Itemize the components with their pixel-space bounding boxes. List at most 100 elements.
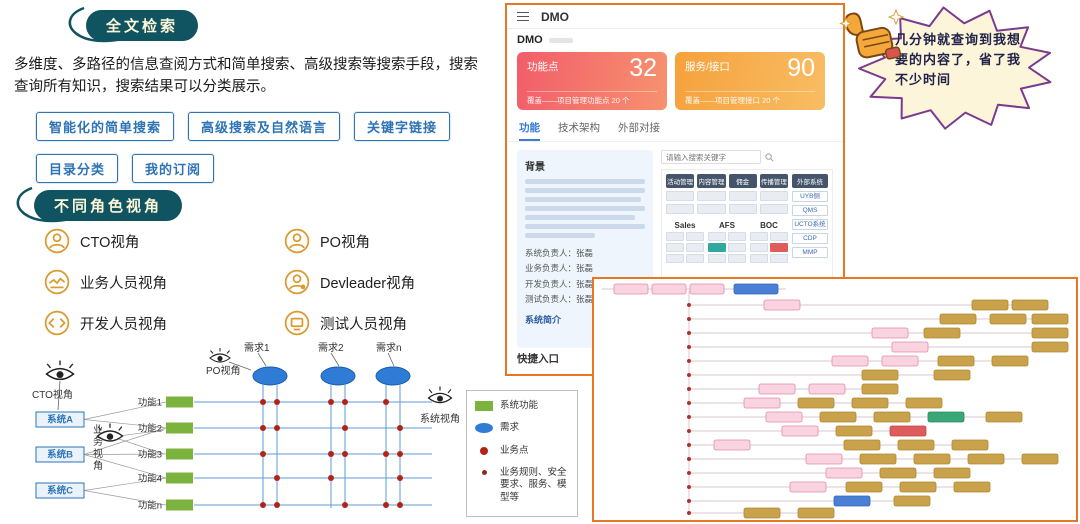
tab-external[interactable]: 外部对接 — [618, 122, 660, 134]
mindmap-node-pink[interactable] — [881, 355, 919, 367]
mindmap-node-gold[interactable] — [861, 383, 899, 395]
module-box[interactable] — [728, 254, 746, 263]
module-box[interactable] — [666, 232, 684, 241]
mindmap-node-gold[interactable] — [845, 481, 883, 493]
mindmap-node-gold[interactable] — [1031, 327, 1069, 339]
external-system-box[interactable]: MMP — [792, 247, 828, 258]
module-box[interactable] — [770, 243, 788, 252]
mindmap-node-gold[interactable] — [1011, 299, 1049, 311]
mindmap-node-pink[interactable] — [805, 453, 843, 465]
mindmap-node-gold[interactable] — [743, 507, 781, 519]
mindmap-node-pink[interactable] — [689, 283, 725, 295]
mindmap-node-gold[interactable] — [985, 411, 1023, 423]
mindmap-node-gold[interactable] — [933, 467, 971, 479]
mindmap-node-pink[interactable] — [871, 327, 909, 339]
mindmap-node-pink[interactable] — [763, 299, 801, 311]
mindmap-node-pink[interactable] — [825, 467, 863, 479]
mindmap-node-pink[interactable] — [891, 341, 929, 353]
module-box[interactable] — [759, 204, 788, 214]
mindmap-node-pink[interactable] — [831, 355, 869, 367]
module-box[interactable] — [750, 243, 768, 252]
mindmap-node-gold[interactable] — [1031, 313, 1069, 325]
module-box[interactable] — [728, 243, 746, 252]
module-box[interactable] — [666, 204, 695, 214]
mindmap-node-gold[interactable] — [819, 411, 857, 423]
text-placeholder — [525, 215, 636, 220]
mindmap-node-pink[interactable] — [789, 481, 827, 493]
mindmap-node-gold[interactable] — [1031, 341, 1069, 353]
external-system-box[interactable]: QMS — [792, 205, 828, 216]
mindmap-node-blue[interactable] — [833, 495, 871, 507]
mindmap-node-gold[interactable] — [933, 369, 971, 381]
system-view-label: 系统视角 — [420, 412, 460, 425]
module-box[interactable] — [666, 254, 684, 263]
mindmap-node-gold[interactable] — [991, 355, 1029, 367]
mindmap-node-pink[interactable] — [758, 383, 796, 395]
mindmap-node-gold[interactable] — [843, 439, 881, 451]
mindmap-node-gold[interactable] — [873, 411, 911, 423]
mindmap-node-gold[interactable] — [893, 495, 931, 507]
developer-icon — [44, 310, 70, 336]
module-box[interactable] — [666, 191, 695, 201]
module-box[interactable] — [728, 232, 746, 241]
system-owner-field: 系统负责人：张磊 — [525, 247, 594, 258]
mindmap-node-pink[interactable] — [713, 439, 751, 451]
mindmap-node-gold[interactable] — [923, 327, 961, 339]
category-header: 佣金 — [728, 174, 757, 188]
group-grid — [750, 232, 788, 263]
mindmap-node-blue[interactable] — [733, 283, 779, 295]
mindmap-node-gold[interactable] — [967, 453, 1005, 465]
mindmap-node-gold[interactable] — [861, 369, 899, 381]
external-system-box[interactable]: CDP — [792, 233, 828, 244]
mindmap-node-gold[interactable] — [951, 439, 989, 451]
mindmap-node-gold[interactable] — [859, 453, 897, 465]
mindmap-node-green[interactable] — [927, 411, 965, 423]
mindmap-node-gold[interactable] — [851, 397, 889, 409]
mindmap-node-gold[interactable] — [797, 397, 835, 409]
module-box[interactable] — [686, 232, 704, 241]
module-box[interactable] — [666, 243, 684, 252]
tab-function[interactable]: 功能 — [519, 120, 540, 141]
module-box[interactable] — [770, 232, 788, 241]
mindmap-node-gold[interactable] — [905, 397, 943, 409]
module-box[interactable] — [708, 243, 726, 252]
mindmap-node-pink[interactable] — [743, 397, 781, 409]
mindmap-node-gold[interactable] — [939, 313, 977, 325]
mindmap-node-pink[interactable] — [651, 283, 687, 295]
module-box[interactable] — [750, 232, 768, 241]
mindmap-node-pink[interactable] — [613, 283, 649, 295]
mindmap-node-gold[interactable] — [797, 507, 835, 519]
module-box[interactable] — [697, 191, 726, 201]
mindmap-node-pink[interactable] — [808, 383, 846, 395]
mindmap-node-pink[interactable] — [781, 425, 819, 437]
mindmap-node-gold[interactable] — [937, 355, 975, 367]
mindmap-node-gold[interactable] — [899, 481, 937, 493]
module-box[interactable] — [708, 254, 726, 263]
module-box[interactable] — [708, 232, 726, 241]
mindmap-node-gold[interactable] — [953, 481, 991, 493]
mindmap-node-red[interactable] — [889, 425, 927, 437]
mindmap-node-gold[interactable] — [971, 299, 1009, 311]
external-system-box[interactable]: UYB侧 — [792, 191, 828, 202]
mindmap-node-gold[interactable] — [913, 453, 951, 465]
module-box[interactable] — [686, 243, 704, 252]
module-box[interactable] — [750, 254, 768, 263]
mindmap-node-gold[interactable] — [835, 425, 873, 437]
tab-architecture[interactable]: 技术架构 — [558, 122, 600, 134]
system-intro-link[interactable]: 系统简介 — [525, 315, 562, 325]
mindmap-node-gold[interactable] — [879, 467, 917, 479]
module-box[interactable] — [759, 191, 788, 201]
mindmap-node-gold[interactable] — [989, 313, 1027, 325]
hamburger-menu-icon[interactable] — [517, 9, 529, 24]
mindmap-node-gold[interactable] — [1021, 453, 1059, 465]
module-box[interactable] — [697, 204, 726, 214]
module-box[interactable] — [770, 254, 788, 263]
mindmap-node-pink[interactable] — [765, 411, 803, 423]
module-box[interactable] — [686, 254, 704, 263]
branch-dot — [687, 373, 691, 377]
module-box[interactable] — [728, 204, 757, 214]
module-box[interactable] — [728, 191, 757, 201]
external-system-box[interactable]: UCTO系统 — [792, 219, 828, 230]
mindmap-node-gold[interactable] — [897, 439, 935, 451]
search-input[interactable] — [661, 150, 761, 164]
